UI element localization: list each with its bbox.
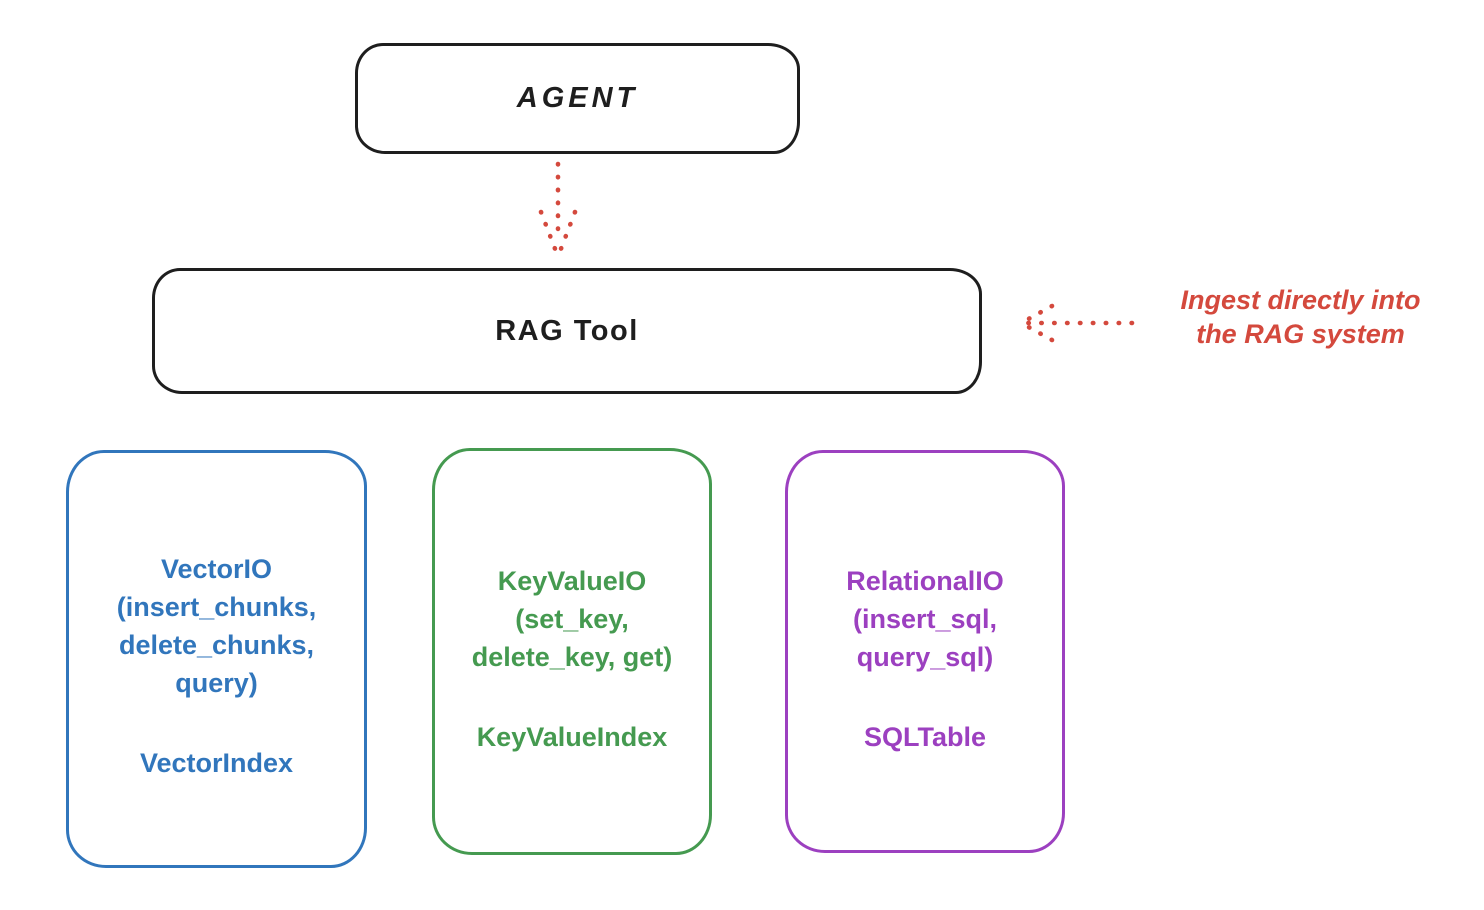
relational-io-footer: SQLTable [863, 722, 986, 752]
agent-node: AGENT [355, 43, 800, 154]
dotted-arrow-down-icon [527, 160, 589, 264]
keyvalue-io-footer: KeyValueIndex [476, 722, 668, 752]
relational-io-body: RelationalIO (insert_sql, query_sql) [846, 566, 1004, 672]
rag-tool-label: RAG Tool [495, 314, 639, 347]
keyvalue-io-node: KeyValueIO (set_key, delete_key, get) Ke… [432, 448, 712, 855]
vector-io-node: VectorIO (insert_chunks, delete_chunks, … [66, 450, 367, 868]
dotted-arrow-left-icon [1012, 300, 1138, 348]
rag-tool-node: RAG Tool [152, 268, 982, 394]
keyvalue-io-body: KeyValueIO (set_key, delete_key, get) [471, 566, 673, 672]
relational-io-node: RelationalIO (insert_sql, query_sql) SQL… [785, 450, 1065, 853]
vector-io-footer: VectorIndex [139, 748, 294, 778]
agent-label: AGENT [516, 82, 639, 114]
ingest-annotation: Ingest directly into the RAG system [1180, 285, 1421, 349]
vector-io-body: VectorIO (insert_chunks, delete_chunks, … [116, 554, 317, 698]
